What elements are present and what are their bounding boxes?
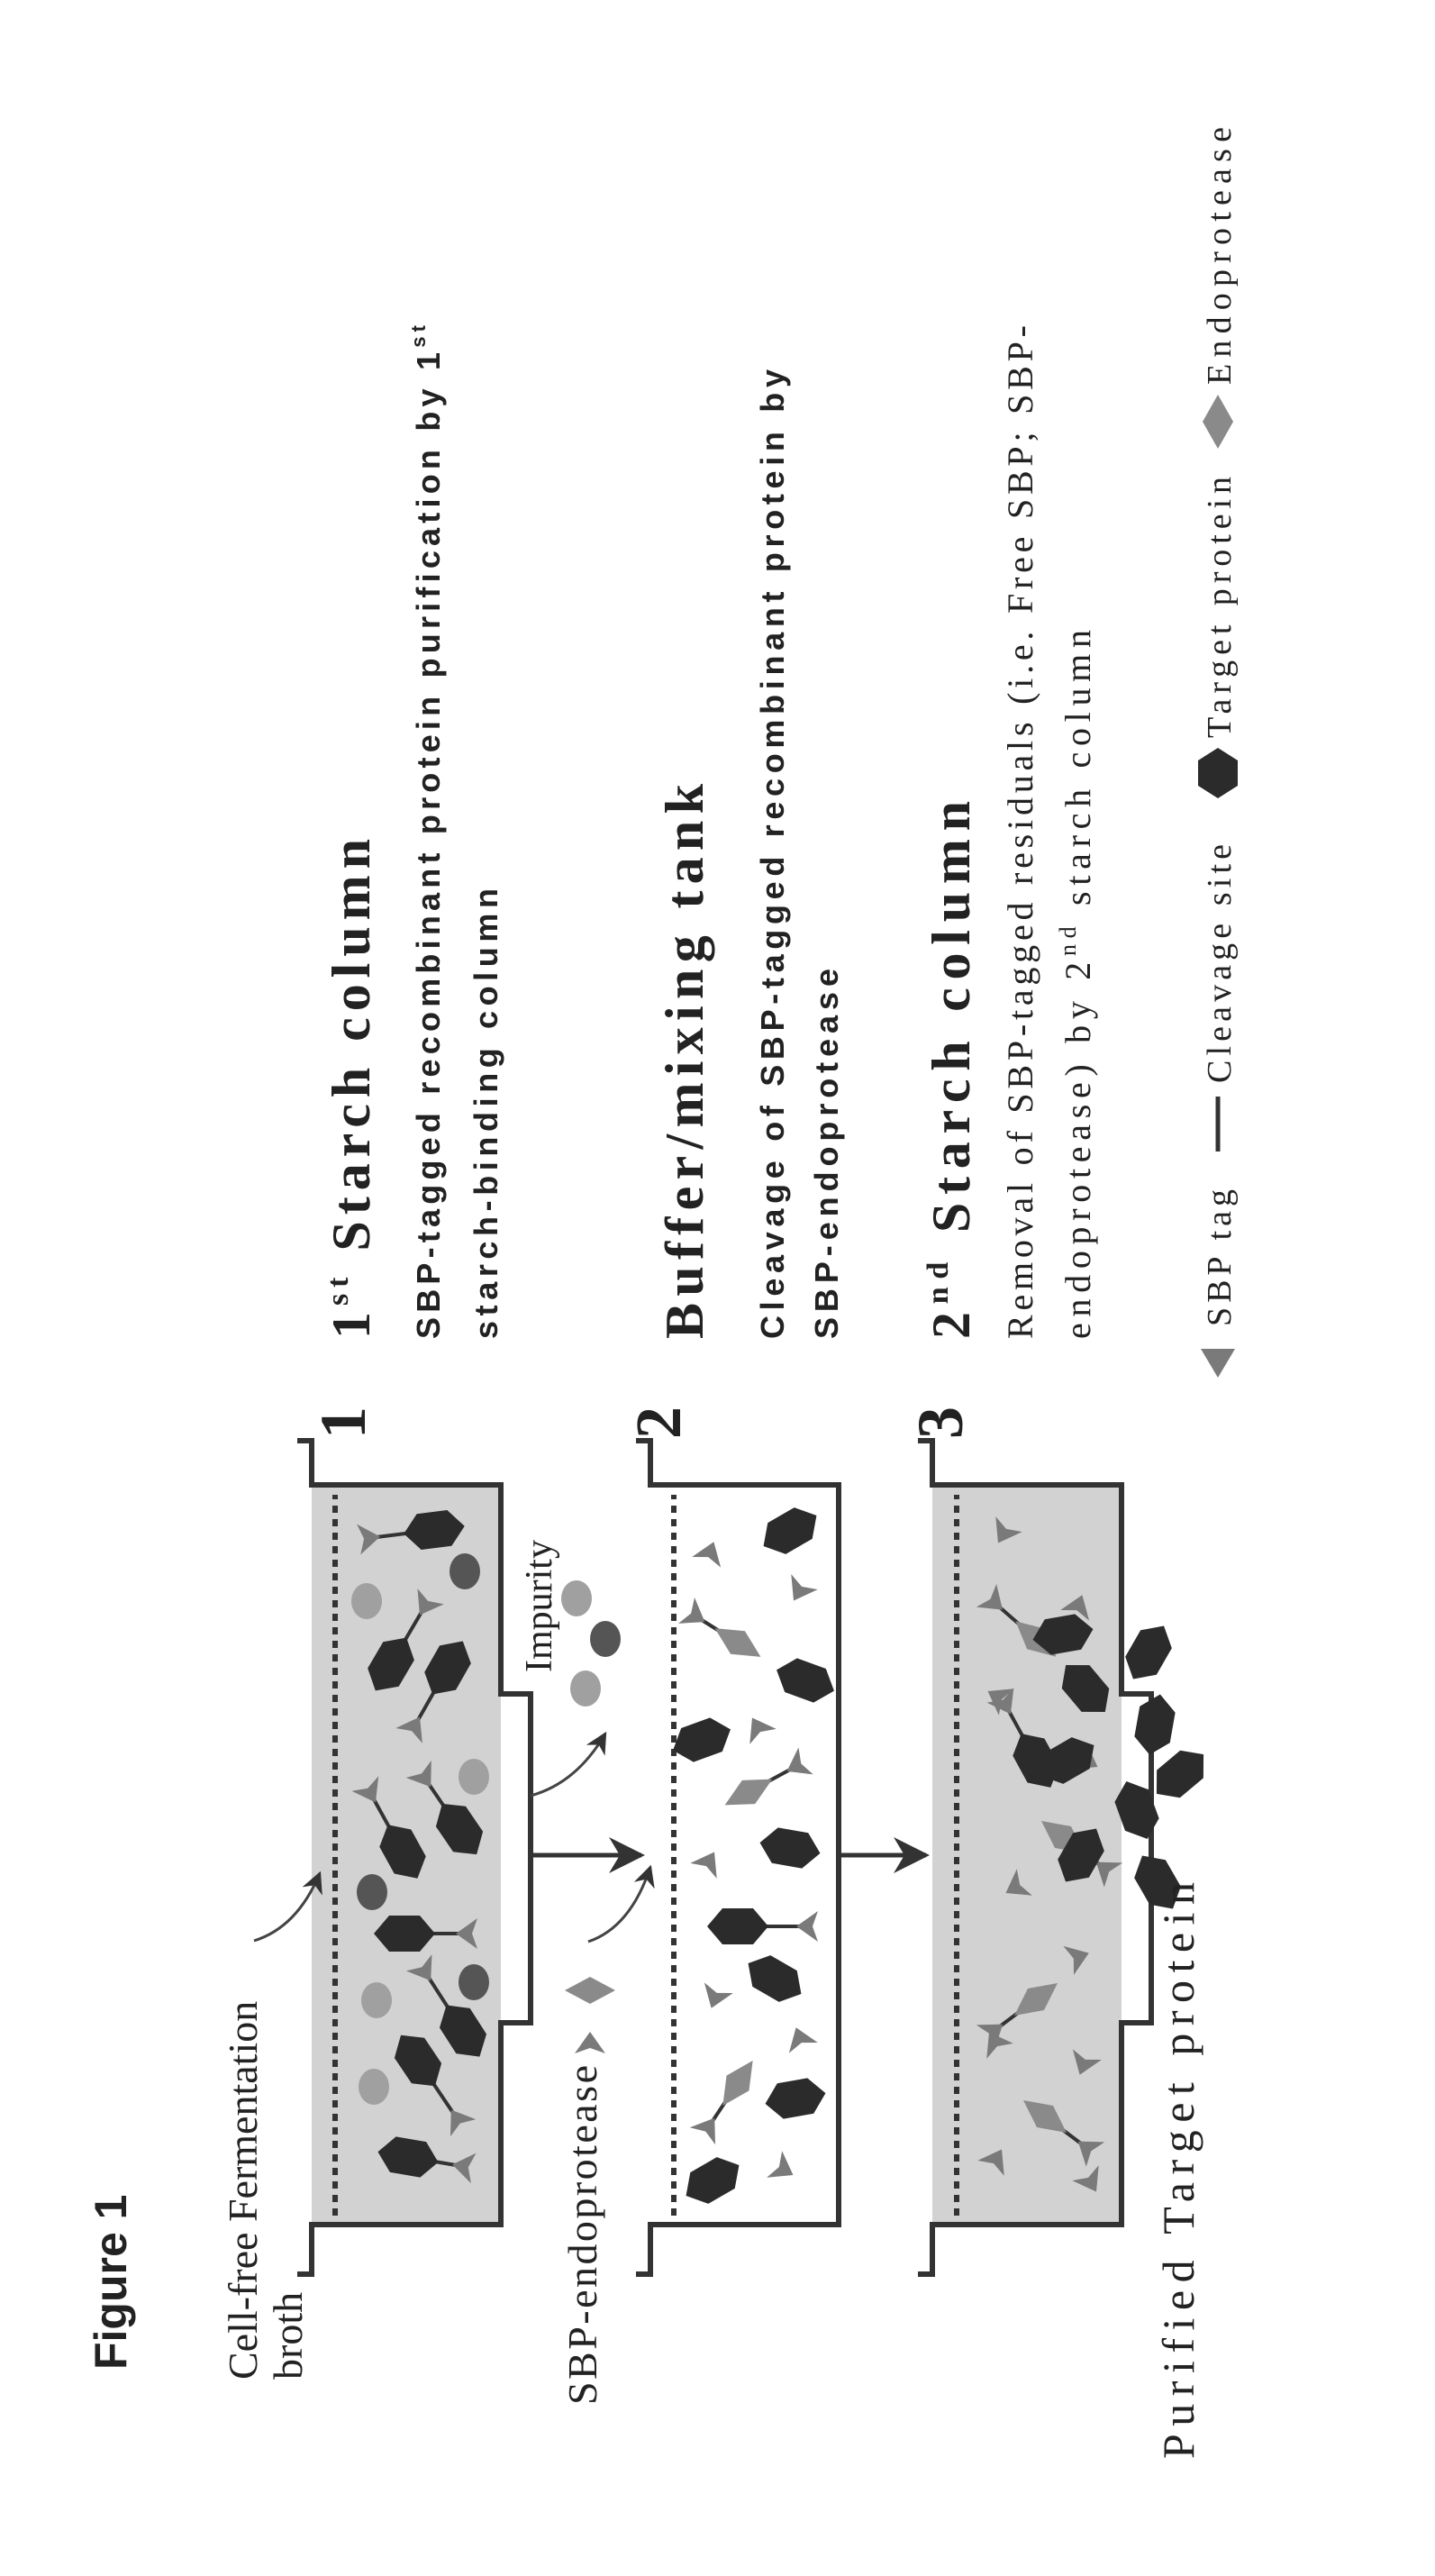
- impurity-dark-circle: [357, 1874, 387, 1910]
- legend: SBP tag Cleavage site Target protein End…: [1198, 127, 1239, 1378]
- step-1-description-line1: SBP-tagged recombinant protein purificat…: [407, 324, 447, 1339]
- broth-label-line1: Cell-free Fermentation: [220, 2001, 266, 2380]
- step-3-description-line1: Removal of SBP-tagged residuals (i.e. Fr…: [1000, 325, 1040, 1339]
- target-protein-hexagon-icon: [1198, 748, 1238, 798]
- figure-label: Figure 1: [86, 2195, 136, 2370]
- target-protein-hexagon: [1118, 1617, 1180, 1689]
- endoprotease-diamond-icon: [1203, 395, 1233, 449]
- legend-label-target-protein: Target protein: [1201, 477, 1239, 738]
- legend-label-endoprotease: Endoprotease: [1201, 127, 1239, 385]
- step-number-2: 2: [622, 1406, 695, 1439]
- endoprotease-diamond: [565, 1977, 615, 2004]
- step-1-description-line2: starch-binding column: [468, 888, 504, 1339]
- endoprotease-inlet-arrow: [588, 1867, 650, 1942]
- legend-label-cleavage-site: Cleavage site: [1201, 844, 1239, 1083]
- sbp-endoprotease-label: SBP-endoprotease: [559, 2065, 605, 2405]
- broth-inlet-arrow: [254, 1873, 320, 1941]
- target-protein-hexagon: [1131, 1691, 1177, 1758]
- column-2-mixing-tank: [636, 1441, 840, 2274]
- impurity-arrow: [531, 1734, 605, 1796]
- impurity-dark-circle: [459, 1964, 489, 2000]
- legend-label-sbp-tag: SBP tag: [1201, 1189, 1239, 1326]
- step-2-title: Buffer/mixing tank: [655, 783, 714, 1339]
- impurity-label: Impurity: [519, 1540, 560, 1672]
- step-3-title: 2nd Starch column: [922, 801, 981, 1339]
- step-number-3: 3: [904, 1406, 976, 1439]
- step-2-description-line1: Cleavage of SBP-tagged recombinant prote…: [754, 369, 791, 1339]
- impurity-light-circle: [459, 1759, 489, 1795]
- step-number-1: 1: [307, 1406, 379, 1439]
- broth-label-line2: broth: [265, 2292, 311, 2380]
- step-3-description-line2: endoprotease) by 2nd starch column: [1055, 630, 1098, 1339]
- impurity-dark-circle: [450, 1553, 480, 1589]
- column-3: [918, 1441, 1151, 2274]
- impurity-light-circle: [359, 2069, 389, 2105]
- sbp-endoprotease-icon: [565, 1977, 615, 2053]
- impurity-light-circle: [351, 1583, 382, 1619]
- step-1-title: 1st Starch column: [322, 839, 381, 1339]
- impurity-light-circle: [361, 1982, 392, 2018]
- purified-target-protein-label: Purified Target protein: [1153, 1882, 1203, 2459]
- sbp-tag: [575, 2032, 605, 2053]
- impurity-circles: [561, 1580, 621, 1707]
- step-2-description-line2: SBP-endoprotease: [808, 969, 845, 1339]
- sbp-tag-triangle-icon: [1201, 1349, 1235, 1378]
- column-1: [297, 1441, 531, 2274]
